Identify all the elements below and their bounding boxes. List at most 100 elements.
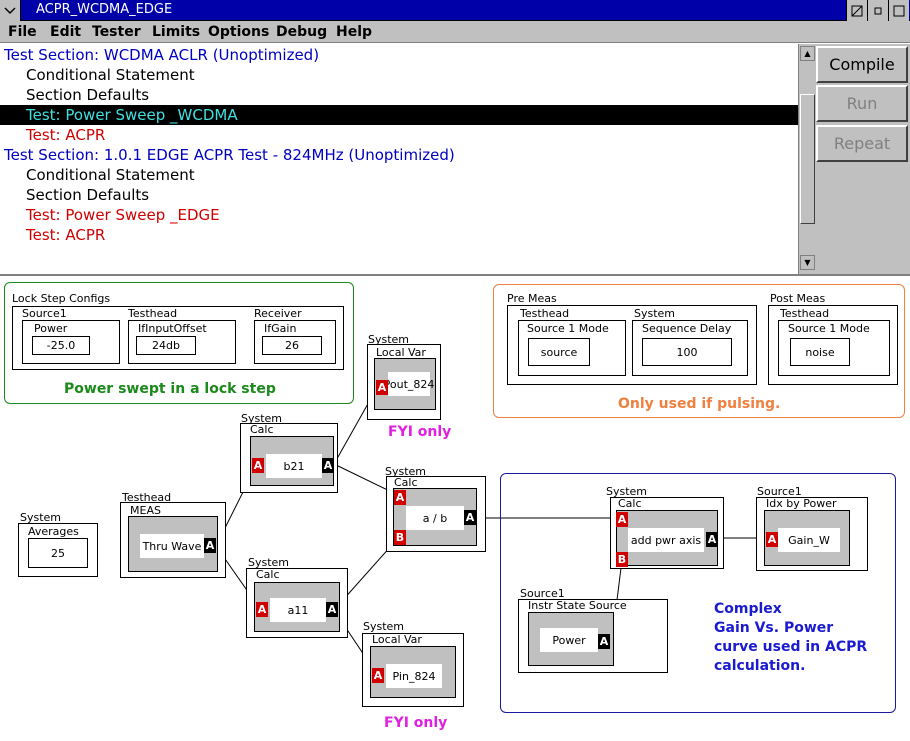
ab-header: Calc: [394, 476, 418, 489]
postmeas-mode-value[interactable]: noise: [790, 338, 850, 366]
test-list-item[interactable]: Test Section: WCDMA ACLR (Unoptimized): [0, 45, 798, 65]
lockstep-note: Power swept in a lock step: [64, 381, 276, 397]
receiver-gain-label: IfGain: [264, 322, 297, 335]
pout-input-port[interactable]: A: [376, 380, 388, 395]
averages-value[interactable]: 25: [28, 538, 88, 568]
ab-output-port[interactable]: A: [464, 510, 476, 525]
window-menu-icon[interactable]: [0, 0, 21, 21]
lockstep-testhead-label: Testhead: [128, 307, 178, 320]
lockstep-title: Lock Step Configs: [12, 292, 111, 305]
postmeas-title: Post Meas: [770, 292, 826, 305]
meas-header: MEAS: [130, 504, 161, 517]
test-list-item[interactable]: Test: ACPR: [0, 225, 798, 245]
run-button[interactable]: Run: [816, 85, 908, 122]
menu-bar: File Edit Tester Limits Options Debug He…: [0, 21, 910, 43]
test-list-item[interactable]: Conditional Statement: [0, 65, 798, 85]
scroll-thumb[interactable]: [800, 94, 815, 224]
pin-input-port[interactable]: A: [372, 668, 384, 683]
lockstep-group: [4, 282, 354, 404]
pout-header: Local Var: [376, 346, 426, 359]
scroll-up-icon[interactable]: ▲: [800, 46, 815, 61]
compile-button[interactable]: Compile: [816, 46, 908, 83]
premeas-mode-label: Source 1 Mode: [527, 322, 609, 335]
idx-header: Idx by Power: [766, 497, 837, 510]
pout-label: Pout_824: [384, 372, 434, 396]
test-list-item-label: Section Defaults: [26, 86, 150, 104]
test-list-item-label: Test: ACPR: [26, 226, 106, 244]
action-panel: Compile Run Repeat: [816, 44, 910, 274]
test-list-item[interactable]: Test Section: 1.0.1 EDGE ACPR Test - 824…: [0, 145, 798, 165]
complex-gain-group: [500, 473, 896, 713]
addpwr-input-a-port[interactable]: A: [616, 512, 628, 527]
instr-output-port[interactable]: A: [598, 634, 610, 649]
a11-label: a11: [270, 598, 326, 622]
test-list-item[interactable]: Conditional Statement: [0, 165, 798, 185]
resize-icon[interactable]: [846, 0, 867, 21]
b21-output-port[interactable]: A: [322, 458, 334, 473]
idx-input-port[interactable]: A: [766, 532, 778, 547]
ab-group-label: System: [385, 465, 427, 478]
test-list-item[interactable]: Section Defaults: [0, 185, 798, 205]
test-list-item-label: Conditional Statement: [26, 66, 195, 84]
test-list-item-label: Test Section: WCDMA ACLR (Unoptimized): [4, 46, 320, 64]
menu-help[interactable]: Help: [336, 24, 373, 40]
menu-file[interactable]: File: [8, 24, 37, 40]
menu-debug[interactable]: Debug: [276, 24, 328, 40]
minimize-icon[interactable]: [867, 0, 888, 21]
addpwr-header: Calc: [618, 497, 642, 510]
complex-note-line: Complex: [714, 601, 782, 617]
complex-note-line: Gain Vs. Power: [714, 620, 834, 636]
test-list-item-label: Section Defaults: [26, 186, 150, 204]
test-list-item[interactable]: Test: Power Sweep _EDGE: [0, 205, 798, 225]
menu-edit[interactable]: Edit: [50, 24, 82, 40]
receiver-gain-value[interactable]: 26: [262, 336, 322, 355]
meas-label: Thru Wave: [140, 534, 204, 558]
pout-group-label: System: [368, 333, 410, 346]
scroll-down-icon[interactable]: ▼: [800, 255, 815, 270]
lockstep-source1-label: Source1: [22, 307, 67, 320]
test-list-item-label: Test: Power Sweep _WCDMA: [26, 106, 238, 124]
maximize-icon[interactable]: [888, 0, 909, 21]
repeat-button[interactable]: Repeat: [816, 125, 908, 162]
premeas-delay-value[interactable]: 100: [642, 338, 732, 366]
menu-limits[interactable]: Limits: [152, 24, 201, 40]
a11-input-port[interactable]: A: [256, 602, 268, 617]
test-list[interactable]: Test Section: WCDMA ACLR (Unoptimized) Co…: [0, 44, 798, 274]
test-list-item-label: Test: Power Sweep _EDGE: [26, 206, 220, 224]
addpwr-label: add pwr axis: [628, 528, 704, 552]
ab-input-b-port[interactable]: B: [394, 530, 406, 545]
source1-power-value[interactable]: -25.0: [32, 336, 90, 355]
lockstep-receiver-label: Receiver: [254, 307, 302, 320]
fyi-note-bottom: FYI only: [384, 715, 448, 731]
test-list-item[interactable]: Section Defaults: [0, 85, 798, 105]
pin-group-label: System: [363, 620, 405, 633]
a11-output-port[interactable]: A: [326, 602, 338, 617]
premeas-testhead-label: Testhead: [520, 307, 570, 320]
test-list-item[interactable]: Test: ACPR: [0, 125, 798, 145]
pin-header: Local Var: [372, 633, 422, 646]
complex-note-line: curve used in ACPR: [714, 639, 868, 655]
addpwr-output-port[interactable]: A: [706, 532, 718, 547]
menu-options[interactable]: Options: [208, 24, 270, 40]
vertical-scrollbar[interactable]: ▲ ▼: [798, 44, 816, 274]
premeas-mode-value[interactable]: source: [528, 338, 590, 366]
testhead-offset-value[interactable]: 24db: [136, 336, 196, 355]
pulsing-note: Only used if pulsing.: [618, 396, 781, 412]
menu-tester[interactable]: Tester: [92, 24, 141, 40]
ab-input-a-port[interactable]: A: [394, 490, 406, 505]
meas-output-port[interactable]: A: [204, 538, 216, 553]
addpwr-group-label: System: [606, 485, 648, 498]
premeas-system-label: System: [634, 307, 676, 320]
pin-label: Pin_824: [386, 664, 442, 688]
postmeas-testhead-label: Testhead: [780, 307, 830, 320]
complex-note-line: calculation.: [714, 658, 806, 674]
pane-divider[interactable]: [0, 274, 910, 276]
test-list-item-selected[interactable]: Test: Power Sweep _WCDMA: [0, 105, 798, 125]
fyi-note-top: FYI only: [388, 424, 452, 440]
addpwr-input-b-port[interactable]: B: [616, 552, 628, 567]
b21-input-port[interactable]: A: [252, 458, 264, 473]
test-list-item-label: Conditional Statement: [26, 166, 195, 184]
testhead-offset-label: IfInputOffset: [138, 322, 207, 335]
b21-header: Calc: [250, 423, 274, 436]
averages-header: Averages: [28, 525, 79, 538]
